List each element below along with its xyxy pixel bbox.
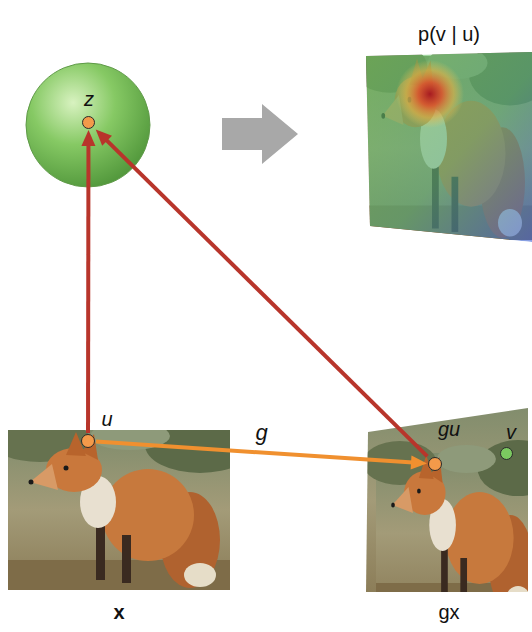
image-label: x: [113, 601, 124, 624]
arrow-connector: [96, 442, 427, 470]
image-label: gx: [438, 601, 459, 624]
point-label: gu: [438, 418, 460, 441]
latent-point: z: [82, 116, 95, 129]
point-label: z: [84, 88, 94, 111]
transform-label: g: [253, 420, 269, 445]
image-panel: gxguv: [366, 408, 530, 592]
image-label: p(v | u): [418, 23, 480, 46]
pixel-point: v: [500, 447, 513, 460]
point-label: v: [506, 421, 516, 444]
arrow-connector: [96, 130, 428, 457]
image-panel: xu: [8, 430, 230, 590]
pixel-point: u: [81, 434, 95, 448]
arrow-connector: [81, 130, 95, 433]
point-label: u: [101, 408, 112, 431]
pixel-point: gu: [428, 457, 442, 471]
heatmap-image: p(v | u): [366, 52, 532, 242]
